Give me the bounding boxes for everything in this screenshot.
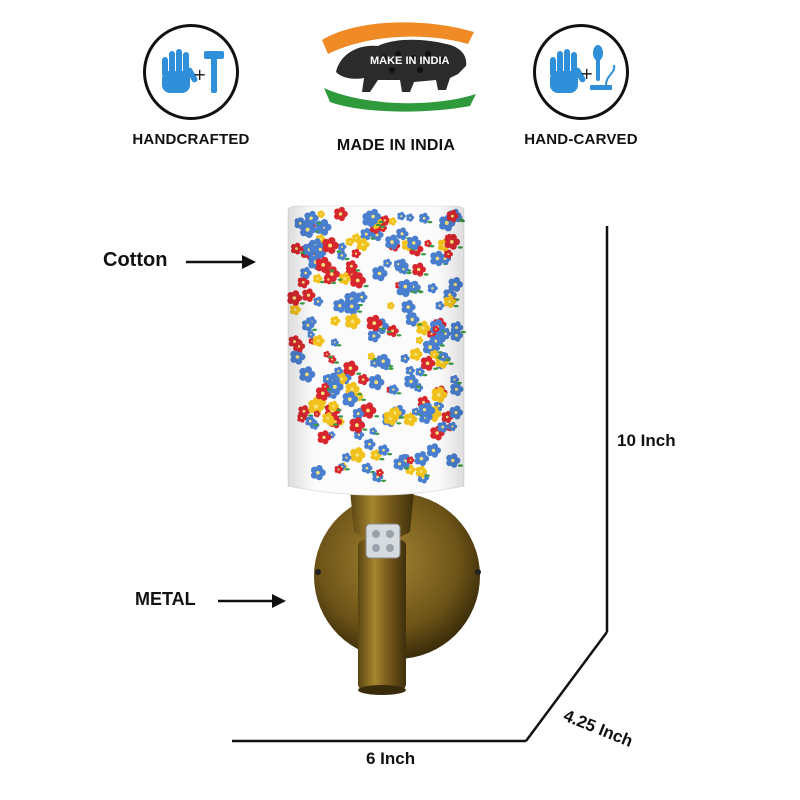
made-in-india-label: MADE IN INDIA	[336, 137, 456, 154]
base-material-label: METAL	[135, 589, 196, 609]
shade-material-label: Cotton	[103, 249, 168, 271]
lamp-cotton-shade	[287, 205, 466, 496]
hand-plus-hammer-icon: +	[162, 49, 224, 93]
handcrafted-icon-circle: +	[143, 24, 239, 120]
make-in-india-logo-text: MAKE IN INDIA	[370, 55, 450, 67]
svg-text:+: +	[580, 64, 593, 83]
lamp-metal-arm	[358, 540, 406, 695]
handcarved-icon-circle: +	[533, 24, 629, 120]
shade-pointer-arrow	[186, 255, 256, 269]
width-dimension-label: 6 Inch	[366, 749, 416, 768]
base-pointer-arrow	[218, 594, 286, 608]
height-dimension-label: 10 Inch	[617, 431, 676, 450]
lamp-holder-cup	[350, 490, 414, 559]
hand-plus-carving-tool-icon: +	[550, 45, 616, 93]
handcarved-label: HAND-CARVED	[524, 131, 638, 148]
handcrafted-label: HANDCRAFTED	[132, 131, 250, 148]
svg-text:+: +	[193, 65, 206, 84]
make-in-india-lion-logo: MAKE IN INDIA	[322, 22, 476, 112]
